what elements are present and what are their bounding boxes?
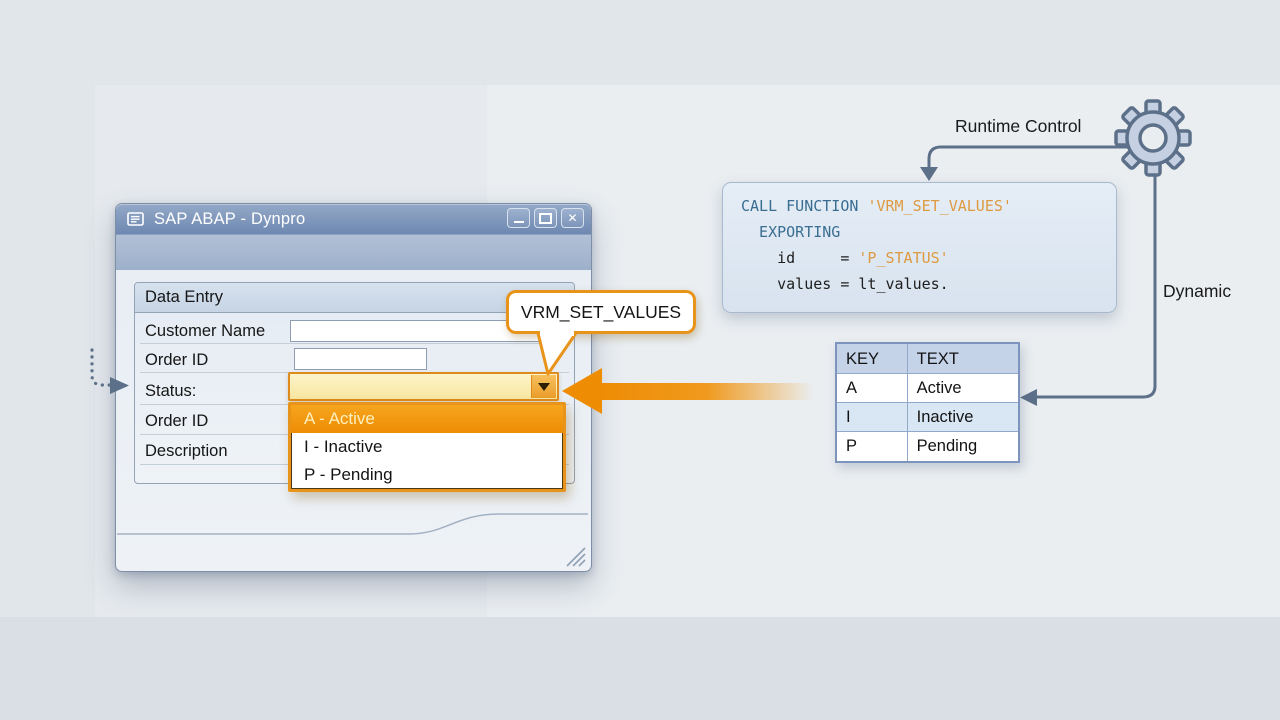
value-table: KEY TEXT A Active I Inactive P Pending bbox=[835, 342, 1020, 463]
field-label-order-id: Order ID bbox=[145, 351, 209, 369]
code-string: 'VRM_SET_VALUES' bbox=[867, 197, 1012, 215]
code-plain: id = bbox=[741, 249, 859, 267]
order-id-input[interactable] bbox=[294, 348, 427, 370]
code-plain: values = lt_values. bbox=[741, 275, 949, 293]
status-dropdown-list: A - Active I - Inactive P - Pending bbox=[288, 402, 566, 492]
status-combobox[interactable] bbox=[288, 372, 559, 401]
arrow-shaft bbox=[600, 383, 814, 400]
callout-tail bbox=[536, 331, 578, 376]
table-cell-text: Inactive bbox=[907, 403, 1018, 432]
form-window-icon bbox=[127, 212, 144, 226]
table-cell-key: A bbox=[837, 374, 908, 403]
abap-code: CALL FUNCTION 'VRM_SET_VALUES' EXPORTING… bbox=[741, 193, 1012, 297]
table-header-key: KEY bbox=[837, 344, 908, 374]
table-header-text: TEXT bbox=[907, 344, 1018, 374]
table-cell-text: Active bbox=[907, 374, 1018, 403]
combobox-arrow-button[interactable] bbox=[531, 375, 556, 398]
dynamic-label: Dynamic bbox=[1163, 281, 1232, 301]
row-separator bbox=[140, 343, 569, 344]
callout-label: VRM_SET_VALUES bbox=[520, 301, 682, 322]
code-keyword: CALL FUNCTION bbox=[741, 197, 868, 215]
table-cell-key: P bbox=[837, 432, 908, 461]
code-string: 'P_STATUS' bbox=[858, 249, 949, 267]
field-label-description: Description bbox=[145, 442, 228, 460]
minimize-button[interactable] bbox=[507, 208, 530, 228]
table-row: P Pending bbox=[837, 432, 1018, 461]
code-block: CALL FUNCTION 'VRM_SET_VALUES' EXPORTING… bbox=[722, 182, 1117, 313]
field-label-order-id-2: Order ID bbox=[145, 412, 209, 430]
field-label-status: Status: bbox=[145, 382, 197, 400]
dropdown-option-pending[interactable]: P - Pending bbox=[304, 465, 393, 484]
chevron-down-icon bbox=[538, 382, 550, 391]
dropdown-option-active[interactable]: A - Active bbox=[291, 405, 563, 433]
customer-name-input[interactable] bbox=[290, 320, 558, 342]
runtime-control-label: Runtime Control bbox=[955, 116, 1082, 136]
background-bottom-band bbox=[0, 617, 1280, 720]
maximize-icon bbox=[539, 212, 552, 224]
minimize-icon bbox=[513, 221, 524, 223]
callout-bubble: VRM_SET_VALUES bbox=[506, 290, 696, 334]
window-toolbar-band bbox=[116, 234, 591, 270]
table-header-row: KEY TEXT bbox=[837, 344, 1018, 374]
table-row: A Active bbox=[837, 374, 1018, 403]
window-title: SAP ABAP - Dynpro bbox=[154, 209, 306, 228]
window-controls: ✕ bbox=[507, 208, 584, 228]
table-row: I Inactive bbox=[837, 403, 1018, 432]
field-label-customer-name: Customer Name bbox=[145, 322, 266, 340]
groupbox-title: Data Entry bbox=[135, 283, 574, 313]
window-titlebar[interactable]: SAP ABAP - Dynpro ✕ bbox=[116, 204, 591, 234]
code-keyword: EXPORTING bbox=[741, 223, 841, 241]
data-flow-arrow bbox=[562, 368, 814, 414]
resize-grip[interactable] bbox=[563, 546, 587, 568]
gear-icon bbox=[1114, 99, 1192, 177]
close-button[interactable]: ✕ bbox=[561, 208, 584, 228]
table-cell-key: I bbox=[837, 403, 908, 432]
maximize-button[interactable] bbox=[534, 208, 557, 228]
close-icon: ✕ bbox=[567, 211, 578, 225]
table-cell-text: Pending bbox=[916, 437, 978, 455]
dropdown-option-inactive[interactable]: I - Inactive bbox=[304, 437, 383, 456]
